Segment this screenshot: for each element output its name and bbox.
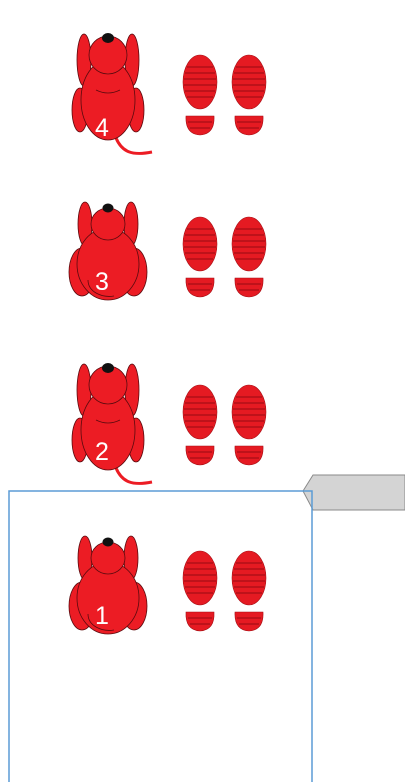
dog-standing-icon	[72, 33, 152, 153]
step-number-label: 3	[95, 268, 109, 296]
step-row-1: 1	[69, 536, 266, 634]
right-footprint-icon	[232, 217, 266, 297]
step-number-label: 2	[95, 438, 109, 466]
step-number-label: 1	[95, 602, 109, 630]
right-footprint-icon	[232, 55, 266, 135]
left-footprint-icon	[183, 385, 217, 465]
dog-standing-icon	[72, 363, 152, 483]
left-footprint-icon	[183, 55, 217, 135]
step-row-3: 3	[69, 202, 266, 300]
right-footprint-icon	[232, 551, 266, 631]
box-handle[interactable]	[303, 475, 405, 510]
blue-box-outline	[9, 491, 312, 782]
step-number-label: 4	[95, 114, 109, 142]
right-footprint-icon	[232, 385, 266, 465]
left-footprint-icon	[183, 551, 217, 631]
left-footprint-icon	[183, 217, 217, 297]
step-row-4: 4	[72, 33, 266, 153]
step-row-2: 2	[72, 363, 266, 483]
